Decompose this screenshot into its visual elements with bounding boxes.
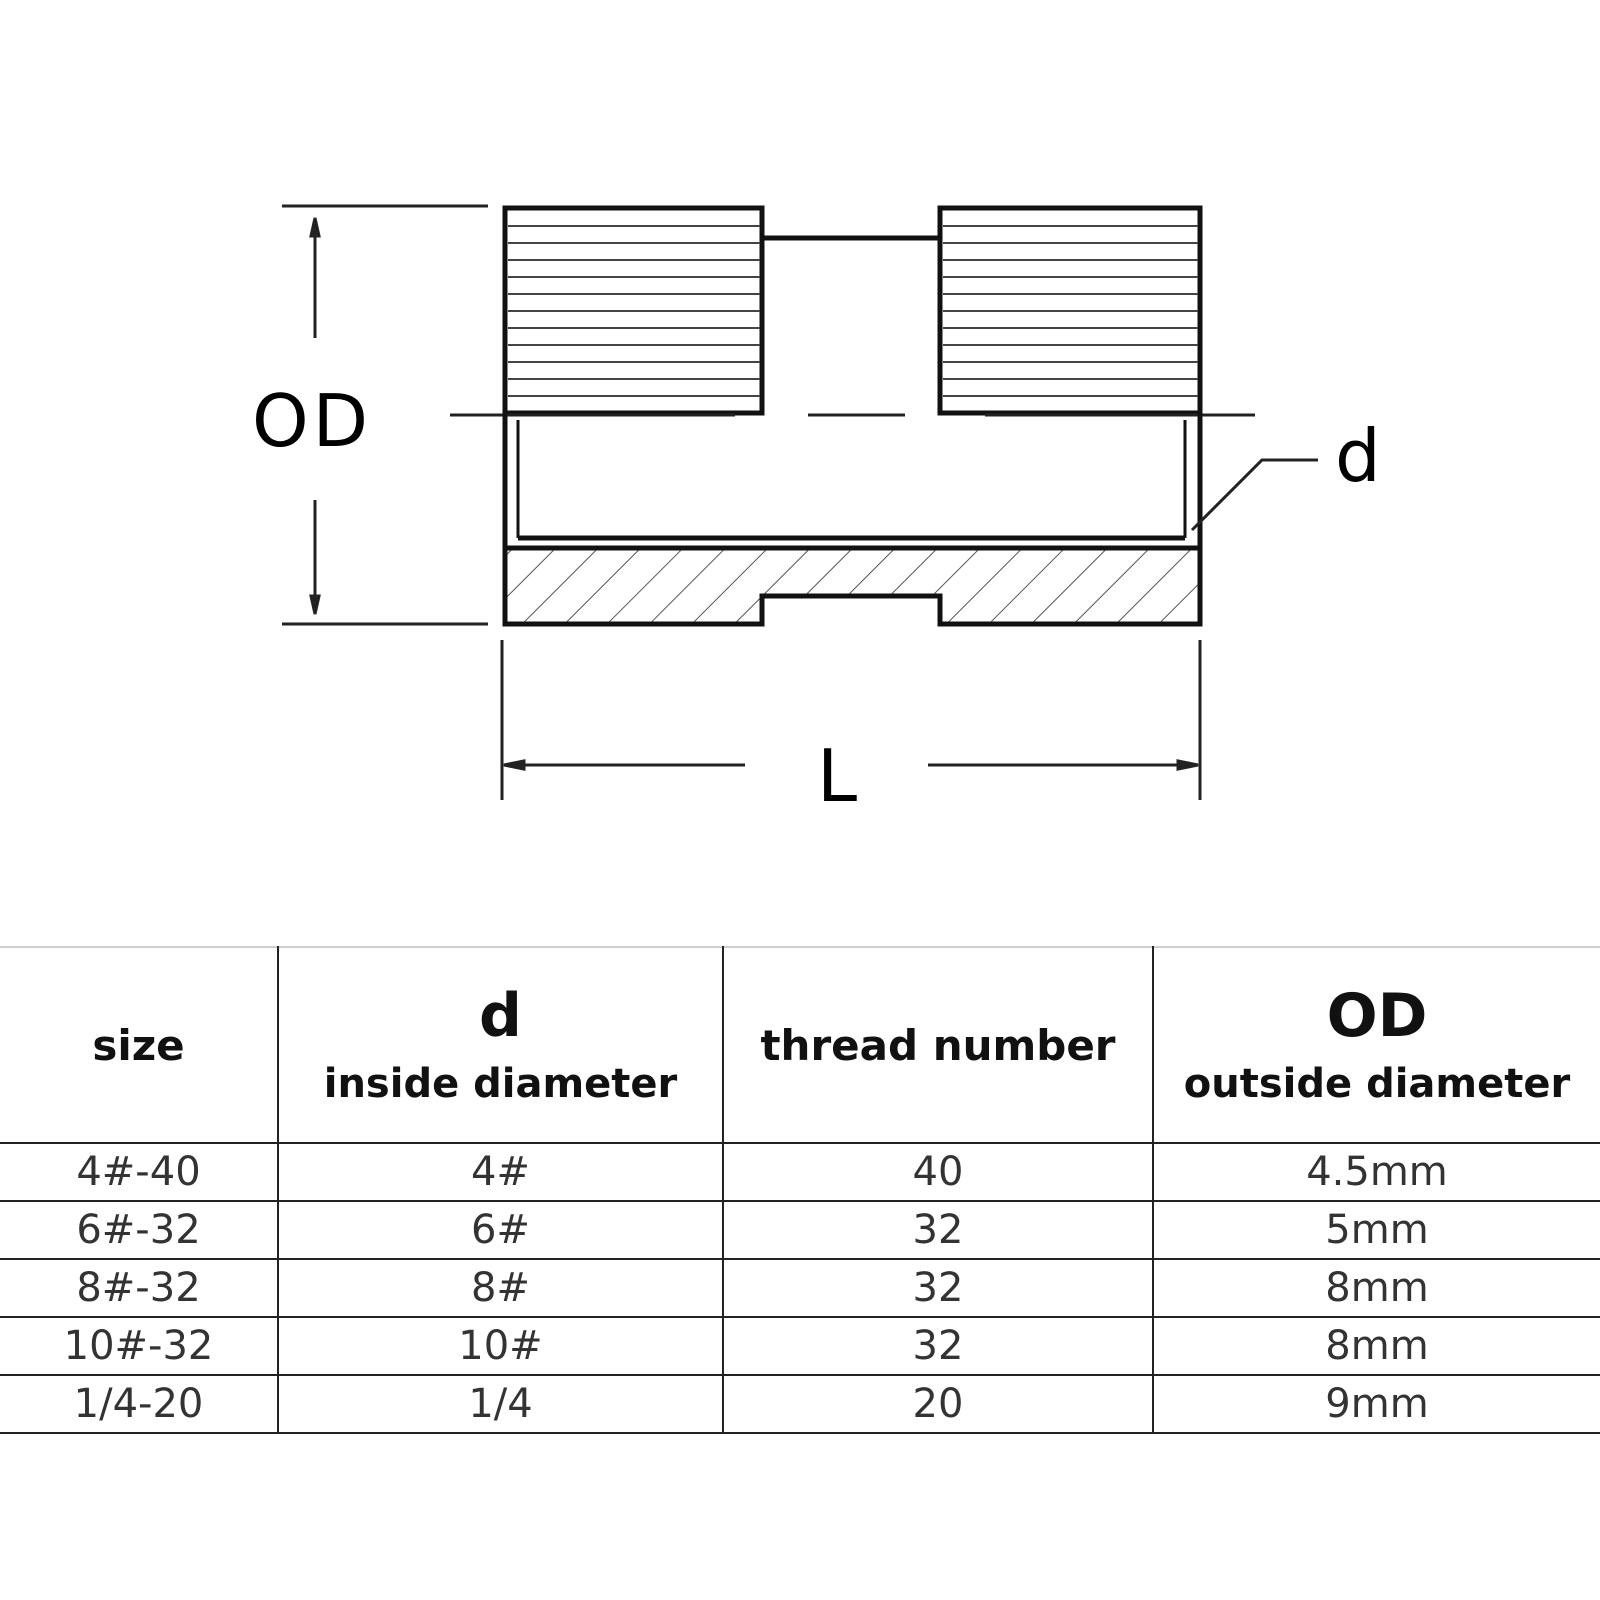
cell-thread-number: 40 (723, 1143, 1154, 1201)
od-dimension-label: OD (252, 379, 373, 463)
cell-thread-number: 32 (723, 1259, 1154, 1317)
table-row: 1/4-20 1/4 20 9mm (0, 1375, 1600, 1433)
cell-od: 5mm (1325, 1207, 1429, 1253)
cell-d: 10# (278, 1317, 724, 1375)
cell-od: 9mm (1325, 1381, 1429, 1427)
upper-left-knurl-block (502, 205, 765, 416)
cell-od: 4.5mm (1306, 1149, 1448, 1195)
d-dimension-label: d (1335, 414, 1381, 498)
cell-thread-number: 32 (723, 1317, 1154, 1375)
upper-right-knurl-block (937, 205, 1203, 416)
cell-d: 1/4 (278, 1375, 724, 1433)
l-dimension (500, 640, 1202, 800)
table-row: 10#-32 10# 32 8mm (0, 1317, 1600, 1375)
l-dimension-label: L (817, 734, 858, 818)
insert-cross-section-drawing (282, 204, 1318, 800)
header-d-label: d (479, 981, 522, 1051)
cell-d: 4# (278, 1143, 724, 1201)
table-row: 4#-40 4# 40 4.5mm (0, 1143, 1600, 1201)
cell-thread-number: 20 (723, 1375, 1154, 1433)
cell-d: 8# (278, 1259, 724, 1317)
cell-od: 8mm (1325, 1323, 1429, 1369)
lower-section-hatched (502, 545, 1203, 627)
cell-thread-number: 32 (723, 1201, 1154, 1259)
cell-size: 10#-32 (0, 1317, 279, 1375)
cell-od: 8mm (1325, 1265, 1429, 1311)
cell-size: 8#-32 (0, 1259, 279, 1317)
header-thread-number: thread number (723, 947, 1154, 1143)
spec-table: size d inside diameter thread number OD … (0, 946, 1600, 1434)
table-header-row: size d inside diameter thread number OD … (0, 947, 1600, 1143)
cell-size: 4#-40 (0, 1143, 279, 1201)
header-d: d inside diameter (278, 947, 724, 1143)
cell-d: 6# (278, 1201, 724, 1259)
table-row: 6#-32 6# 32 5mm (0, 1201, 1600, 1259)
header-size-label: size (92, 1020, 185, 1070)
header-od-label: OD (1326, 981, 1428, 1051)
header-size: size (0, 947, 279, 1143)
cell-size: 6#-32 (0, 1201, 279, 1259)
header-d-sublabel: inside diameter (323, 1061, 678, 1107)
header-od: OD outside diameter (1153, 947, 1600, 1143)
d-leader-line (1190, 458, 1318, 532)
od-dimension (282, 204, 488, 626)
table-row: 8#-32 8# 32 8mm (0, 1259, 1600, 1317)
cell-size: 1/4-20 (0, 1375, 279, 1433)
header-thread-number-label: thread number (760, 1020, 1116, 1070)
header-od-sublabel: outside diameter (1183, 1061, 1571, 1107)
